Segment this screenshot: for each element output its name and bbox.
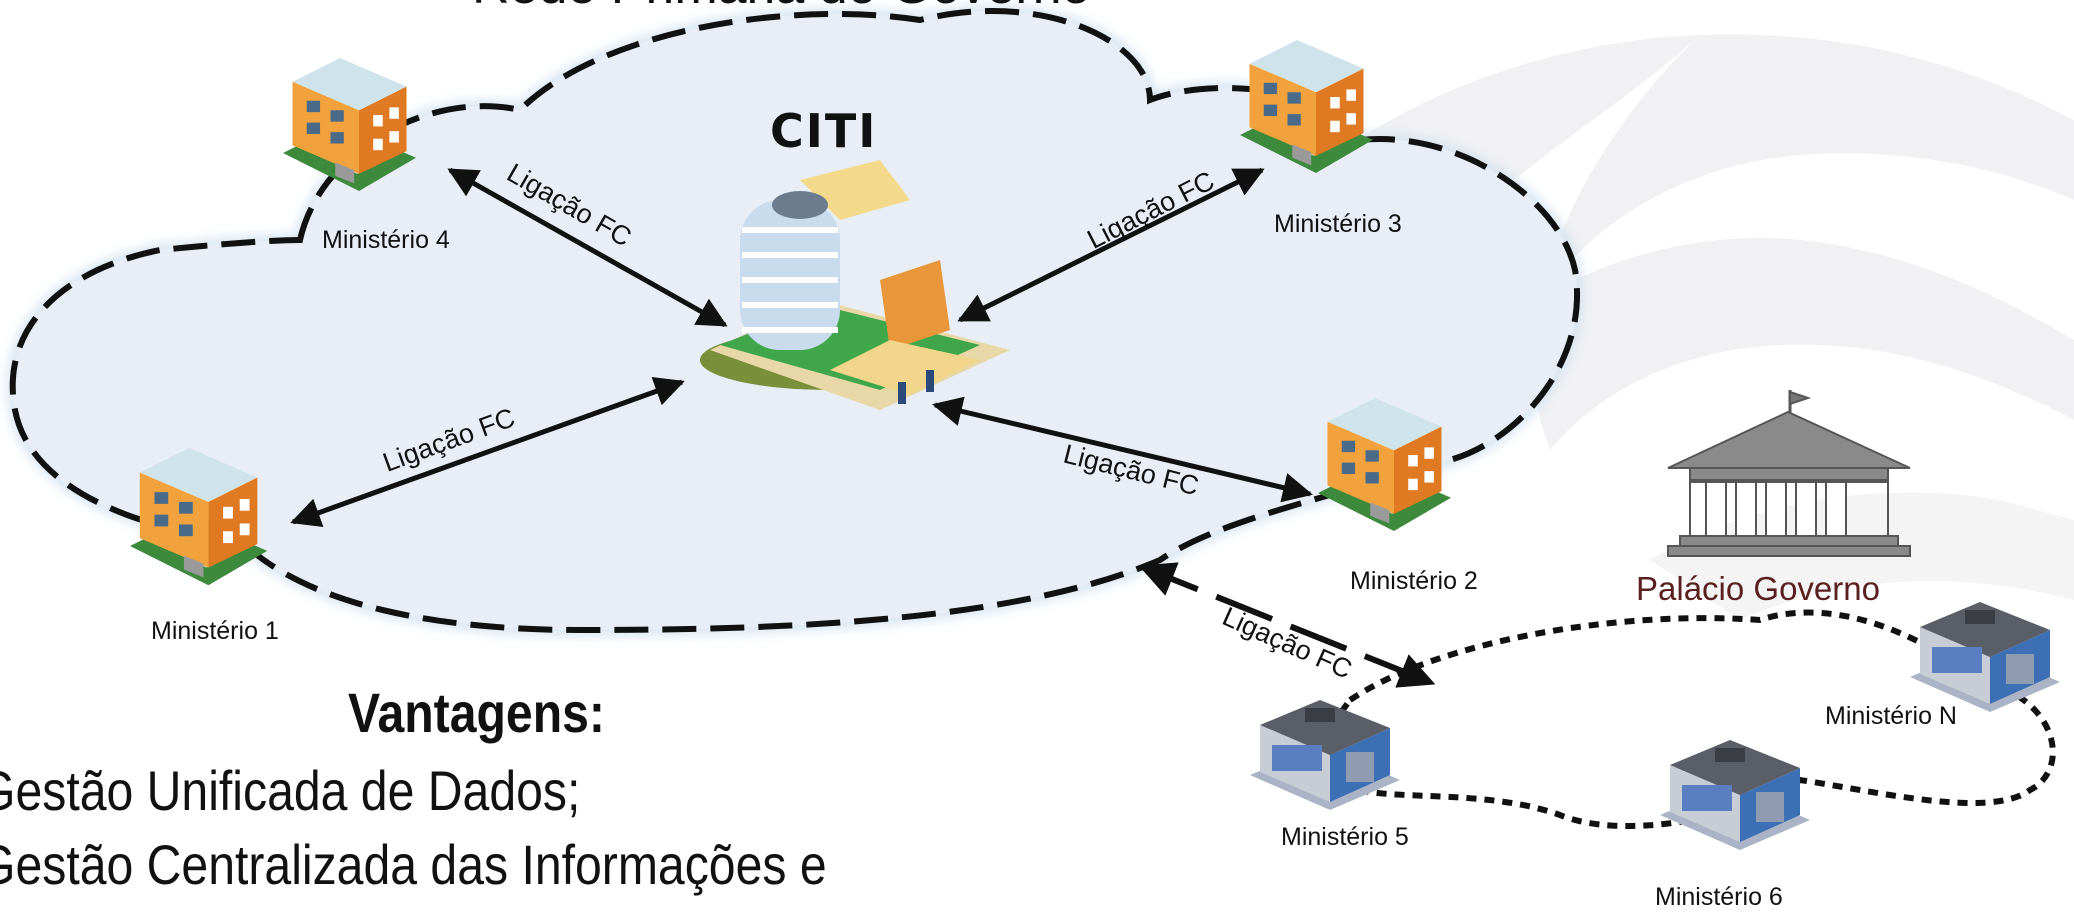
secondary-network-cloud xyxy=(1322,609,2056,830)
link-arrow-m5 xyxy=(1138,562,1436,688)
link-arrow-m3 xyxy=(957,167,1265,323)
diagram-title: Rede Primária do Governo xyxy=(472,0,1091,16)
ministerio-n-building-icon xyxy=(1910,602,2060,712)
ministerio-1-label: Ministério 1 xyxy=(151,617,279,645)
ministerio-2-label: Ministério 2 xyxy=(1350,567,1478,595)
palacio-governo-icon xyxy=(1667,390,1911,557)
link-arrow-m1 xyxy=(290,377,685,527)
link-arrow-m4 xyxy=(447,167,728,328)
ministerio-6-label: Ministério 6 xyxy=(1655,883,1783,911)
advantages-title: Vantagens: xyxy=(348,681,605,744)
citi-building-icon xyxy=(700,160,1010,410)
link-arrow-m2 xyxy=(932,396,1313,503)
ministerio-5-label: Ministério 5 xyxy=(1281,823,1409,851)
citi-label: CITI xyxy=(770,104,878,158)
advantage-item: Gestão Centralizada das Informações e xyxy=(0,833,827,896)
ministerio-3-label: Ministério 3 xyxy=(1274,210,1402,238)
advantage-item: Gestão Unificada de Dados; xyxy=(0,759,581,822)
palacio-governo-label: Palácio Governo xyxy=(1636,570,1880,607)
ministerio-n-label: Ministério N xyxy=(1825,702,1957,730)
ministerio-6-building-icon xyxy=(1660,740,1810,850)
ministerio-4-label: Ministério 4 xyxy=(322,226,450,254)
